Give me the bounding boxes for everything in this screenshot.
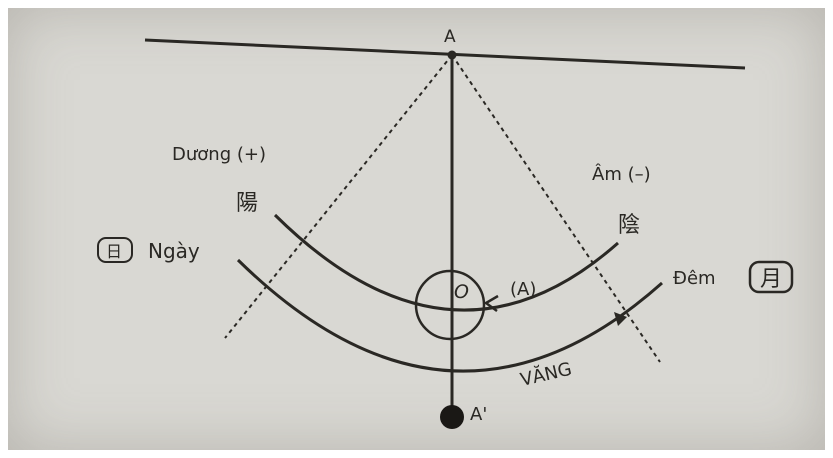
- inner-arc: [273, 213, 619, 312]
- label-ngay: Ngày: [148, 239, 200, 263]
- label-a-prime: A': [470, 404, 487, 425]
- pendulum-bob: [440, 405, 464, 429]
- support-line: [144, 38, 746, 70]
- label-dem: Đêm: [673, 268, 716, 289]
- arrow-head-inner: [483, 294, 499, 313]
- char-sun: 日: [106, 242, 122, 261]
- sun-char-box: [97, 237, 133, 263]
- label-o: O: [454, 281, 469, 303]
- label-a: A: [444, 27, 456, 47]
- pivot-point: [447, 50, 457, 60]
- char-yin: 陰: [618, 213, 640, 238]
- char-yang: 陽: [236, 191, 258, 216]
- outer-arc: [236, 258, 663, 373]
- label-am: Âm (–): [592, 163, 651, 185]
- arrow-head-outer: [614, 312, 627, 326]
- moon-char-box: [748, 260, 794, 294]
- char-moon: 月: [760, 267, 782, 292]
- dashed-line-right: [451, 54, 661, 363]
- label-duong: Dương (+): [172, 144, 266, 165]
- label-a-paren: (A): [510, 279, 536, 300]
- center-circle: [414, 269, 486, 341]
- paper-background: [8, 8, 825, 450]
